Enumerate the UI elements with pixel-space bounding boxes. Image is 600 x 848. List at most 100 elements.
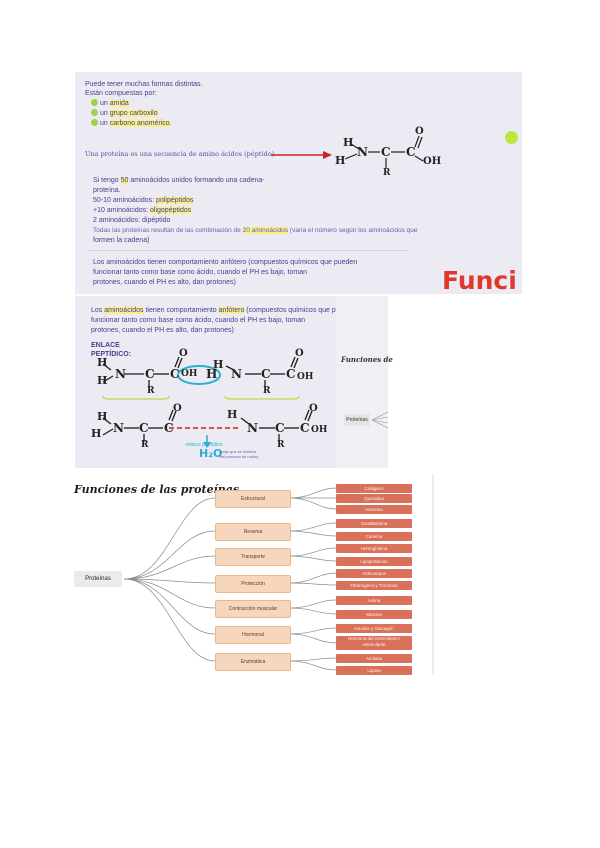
carbon-label: C [406, 145, 416, 159]
leaf-node[interactable]: Lipasa [336, 666, 412, 675]
hydrogen-label: H [97, 410, 108, 423]
leaf-node[interactable]: Anticuerpos [336, 569, 412, 578]
notes-panel-amino-acids: Puede tener muchas formas distintas. Est… [75, 72, 522, 294]
count-line: +10 aminoácidos: oligopéptidos [93, 207, 192, 214]
water-note: (bajo que se elimina [220, 449, 256, 454]
protein-definition: Una proteína es una secuencia de amino á… [85, 150, 275, 158]
r-group-label: R [263, 386, 271, 396]
leaf-node[interactable]: Hormona del crecimiento / estimulante [336, 636, 412, 650]
amphoteric-line: funcionar tanto como base como ácido, cu… [91, 317, 306, 324]
hydrogen-label: H [335, 154, 346, 167]
protein-functions-mindmap: Funciones de las proteínas Proteínas Est… [68, 475, 434, 675]
category-estructural[interactable]: Estructural [215, 490, 291, 508]
nitrogen-label: N [357, 145, 368, 159]
leaf-node[interactable]: Ovoalbúmina [336, 519, 412, 528]
hydrogen-label: H [227, 408, 238, 421]
carbon-label: C [145, 367, 155, 381]
leaf-node[interactable]: Histonas [336, 505, 412, 514]
intro-line-1: Puede tener muchas formas distintas. [85, 81, 203, 88]
water-label: enlace peptídico [186, 442, 223, 448]
leaf-node[interactable]: Colágeno [336, 484, 412, 493]
water-formula: H₂O [199, 447, 223, 460]
carbon-label: C [170, 367, 180, 381]
peptide-bond-diagram [102, 356, 313, 448]
nitrogen-label: N [113, 421, 124, 435]
category-contraccion[interactable]: Contracción muscular [215, 600, 291, 618]
leaf-node[interactable]: Amilasa [336, 654, 412, 663]
hydrogen-label: H [97, 374, 108, 387]
oxygen-label: O [415, 126, 424, 137]
oxygen-label: O [179, 348, 188, 359]
enlace-title: ENLACE [91, 342, 120, 349]
leaf-node[interactable]: Caseína [336, 532, 412, 541]
hydroxyl-label: OH [181, 369, 198, 379]
side-title: Funci [442, 266, 517, 294]
mindmap-connectors [123, 487, 337, 671]
r-group-label: R [383, 168, 391, 178]
leaf-node[interactable]: Actina [336, 596, 412, 605]
carbon-label: C [261, 367, 271, 381]
carbon-label: C [300, 421, 310, 435]
category-reserva[interactable]: Reserva [215, 523, 291, 541]
leaf-node[interactable]: Hemoglobina [336, 544, 412, 553]
hydrogen-label: H [91, 427, 102, 440]
side-title-clip: Funci [442, 264, 522, 294]
category-transporte[interactable]: Transporte [215, 548, 291, 566]
mindmap-title: Funciones de las proteínas [74, 483, 240, 496]
oxygen-label: O [295, 348, 304, 359]
carbon-label: C [275, 421, 285, 435]
category-enzimatica[interactable]: Enzimática [215, 653, 291, 671]
list-item: un grupo carboxilo [91, 109, 158, 118]
leaf-node[interactable]: Fibrinógeno y Trombina [336, 581, 412, 590]
carbon-label: C [164, 421, 174, 435]
hydrogen-label: H [97, 356, 108, 369]
r-group-label: R [147, 386, 155, 396]
r-group-label: R [141, 440, 149, 450]
arrow-icon [271, 151, 332, 159]
hydrogen-label: H [343, 136, 354, 149]
hydrogen-label: H [206, 367, 218, 381]
amphoteric-line: protones, cuando el PH es alto, dan prot… [91, 327, 234, 334]
bullet-icon [91, 99, 98, 106]
count-line: proteína. [93, 187, 121, 194]
count-line: 50-10 aminoácidos: polipéptidos [93, 197, 194, 204]
mindmap-root[interactable]: Proteínas [74, 571, 122, 587]
intro-line-2: Están compuestas por: [85, 90, 157, 97]
bullet-icon [91, 119, 98, 126]
divider [87, 250, 407, 251]
hydrogen-label: H [213, 358, 224, 371]
category-proteccion[interactable]: Protección [215, 575, 291, 593]
carbon-label: C [286, 367, 296, 381]
side-preview-lines [372, 411, 388, 429]
nitrogen-label: N [115, 367, 126, 381]
side-preview-title: Funciones de [341, 355, 393, 364]
amino-acid-structure: H H N C C O OH R [335, 126, 445, 186]
side-mindmap-preview: Funciones de Proteínas [336, 296, 393, 468]
category-hormonal[interactable]: Hormonal [215, 626, 291, 644]
oxygen-label: O [173, 403, 182, 414]
hydroxyl-label: OH [311, 425, 328, 435]
amphoteric-line: Los aminoácidos tienen comportamiento an… [91, 307, 356, 314]
hydroxyl-label: OH [423, 156, 442, 167]
count-line: 2 aminoácidos: dipéptido [93, 217, 171, 224]
combo-line-2: formen la cadena) [93, 237, 150, 244]
notes-panel-peptide-bond: Los aminoácidos tienen comportamiento an… [75, 296, 387, 468]
combo-line: Todas las proteínas resultan de las comb… [93, 227, 418, 234]
carbon-label: C [139, 421, 149, 435]
leaf-node[interactable]: Lipoproteínas [336, 557, 412, 566]
hydroxyl-label: OH [297, 372, 314, 382]
scrollbar-track [432, 475, 434, 675]
r-group-label: R [277, 440, 285, 450]
bullet-icon [91, 109, 98, 116]
bond-lines [344, 135, 424, 168]
nitrogen-label: N [231, 367, 242, 381]
leaf-node[interactable]: Queratina [336, 494, 412, 503]
enlace-title: PEPTÍDICO: [91, 351, 132, 358]
leaf-node[interactable]: Insulina y Glucagón [336, 624, 412, 633]
amphoteric-line: protones, cuando el PH es alto, dan prot… [93, 279, 236, 286]
carbon-label: C [381, 145, 391, 159]
water-note: del proceso de unión) [220, 454, 259, 459]
leaf-node[interactable]: Miosina [336, 610, 412, 619]
list-item: un amida [91, 99, 129, 108]
oxygen-label: O [309, 403, 318, 414]
